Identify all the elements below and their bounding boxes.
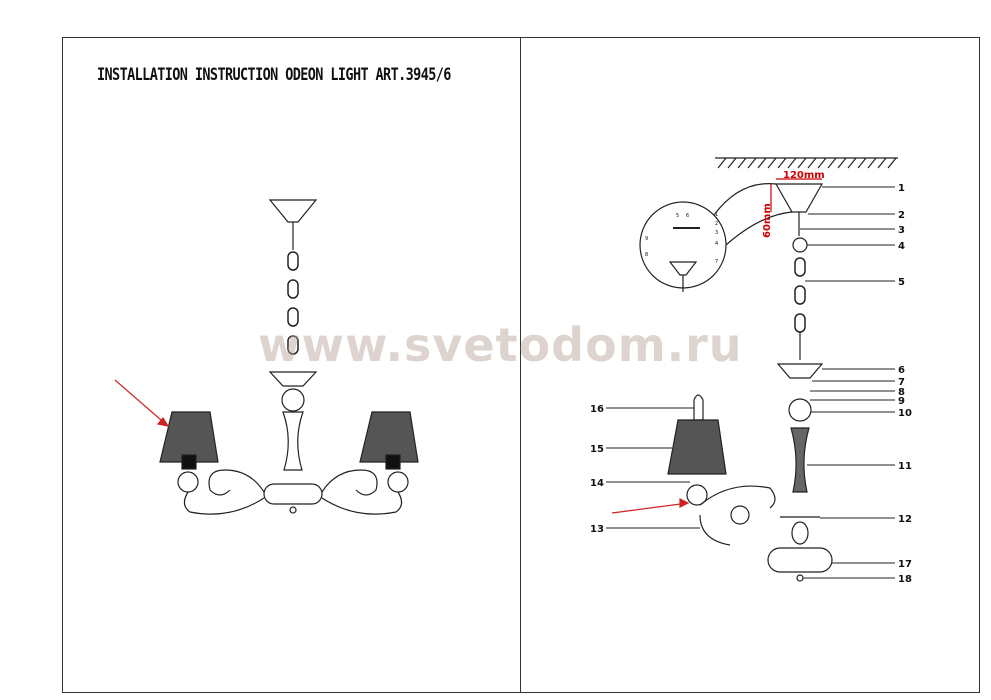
- callout-number: 7: [898, 377, 905, 388]
- base-bowl: [767, 547, 833, 573]
- leader-lines: [606, 186, 895, 579]
- callout-number: 4: [898, 241, 905, 252]
- callout-number: 18: [898, 574, 912, 585]
- ball: [281, 388, 305, 412]
- chain-link: [287, 251, 299, 271]
- callout-number: 3: [898, 225, 905, 236]
- arm-right-upper: [321, 469, 378, 496]
- callout-number: 11: [898, 461, 912, 472]
- crown-cup: [268, 371, 318, 387]
- detail-magnifier: 5 6 1 2 3 4 7 9 8: [639, 182, 793, 292]
- chain-link: [287, 335, 299, 355]
- candle-bulb: [693, 394, 704, 421]
- ceiling-hatch: [715, 157, 898, 169]
- callout-number: 1: [898, 183, 905, 194]
- arm-curl: [730, 505, 750, 525]
- ceiling-canopy: [774, 183, 824, 213]
- callout-number: 8: [898, 387, 905, 398]
- finial: [289, 506, 297, 514]
- detail-callout: 5: [676, 213, 679, 219]
- arm-left-upper: [208, 469, 265, 496]
- arrow-icon: [611, 498, 690, 514]
- callout-number: 5: [898, 277, 905, 288]
- arm-ball-right: [387, 471, 409, 493]
- detail-callout: 8: [645, 252, 648, 258]
- document-title: INSTALLATION INSTRUCTION ODEON LIGHT ART…: [97, 65, 451, 85]
- arm: [699, 485, 776, 546]
- detail-callout: 3: [715, 230, 718, 236]
- panel-divider: [520, 37, 521, 693]
- finial: [796, 574, 804, 582]
- callout-number: 17: [898, 559, 912, 570]
- lamp-shade: [667, 419, 727, 475]
- dimension-width: 120mm: [783, 170, 825, 181]
- assembled-chandelier: [114, 199, 419, 515]
- callout-number: 14: [590, 478, 604, 489]
- chain-link: [287, 307, 299, 327]
- arrow-icon: [114, 379, 170, 427]
- callout-number: 10: [898, 408, 912, 419]
- detail-callout: 1: [715, 212, 718, 218]
- crown-cup: [776, 363, 824, 379]
- exploded-chandelier: 5 6 1 2 3 4 7 9 8 120mm 60mm: [590, 157, 912, 585]
- dimension-lines: [770, 178, 822, 212]
- chain-link: [794, 257, 806, 277]
- base-bowl: [263, 483, 323, 505]
- callout-numbers: 1 2 3 4 5 6 7 8 9 10 11 12 13 14 15 16 1…: [590, 183, 912, 585]
- detail-callout: 6: [686, 213, 689, 219]
- callout-number: 16: [590, 404, 604, 415]
- lamp-shade-right: [359, 411, 419, 470]
- detail-callout: 9: [645, 236, 648, 242]
- callout-number: 6: [898, 365, 905, 376]
- watermark: www.svetodom.ru: [258, 318, 743, 372]
- chain-link: [794, 313, 806, 333]
- detail-callout: 2: [715, 221, 718, 227]
- callout-number: 13: [590, 524, 604, 535]
- callout-number: 2: [898, 210, 905, 221]
- ball: [788, 398, 812, 422]
- nut: [791, 521, 809, 545]
- chain-link: [287, 279, 299, 299]
- arm-ball-left: [177, 471, 199, 493]
- callout-number: 15: [590, 444, 604, 455]
- callout-number: 12: [898, 514, 912, 525]
- arm-left-lower: [183, 491, 265, 515]
- chain: [794, 257, 806, 333]
- detail-callout: 4: [715, 241, 718, 247]
- lamp-shade-left: [159, 411, 219, 470]
- chain: [287, 251, 299, 355]
- hook-ring: [792, 237, 808, 253]
- arm-ball: [686, 484, 708, 506]
- chain-link: [794, 285, 806, 305]
- arm-right-lower: [321, 491, 403, 515]
- callout-number: 9: [898, 396, 905, 407]
- ceiling-canopy: [268, 199, 318, 223]
- column: [282, 411, 304, 471]
- column: [790, 427, 810, 493]
- page-frame: [62, 37, 980, 693]
- dimension-height: 60mm: [762, 203, 773, 238]
- detail-callout: 7: [715, 259, 718, 265]
